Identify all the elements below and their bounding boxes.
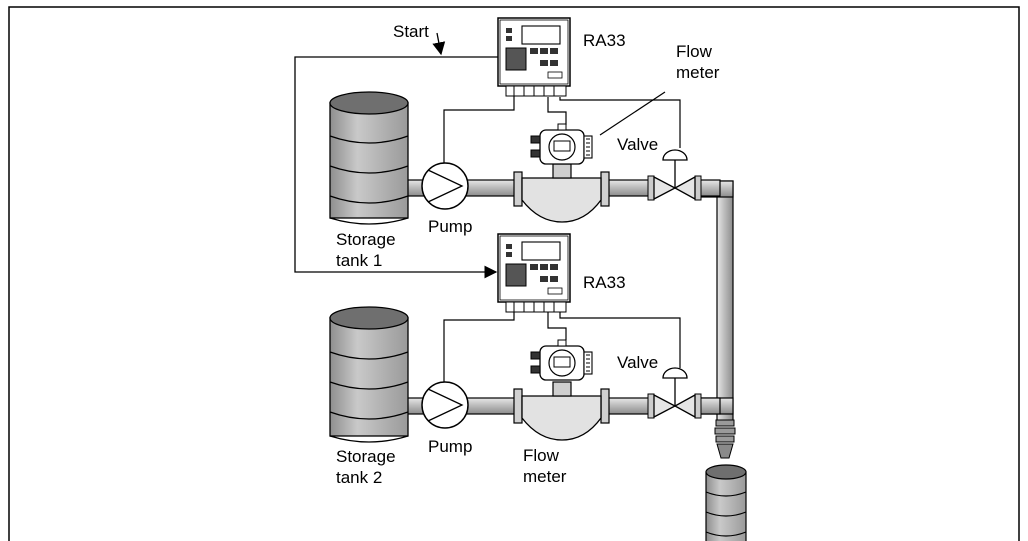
controller-bottom-label: RA33 xyxy=(583,273,626,292)
storage-tank-2 xyxy=(329,306,409,443)
pipe-bottom xyxy=(404,397,721,415)
valve-top-label: Valve xyxy=(617,135,658,154)
valve-top xyxy=(647,149,702,201)
valve-bottom xyxy=(647,367,702,419)
pump-top-label: Pump xyxy=(428,217,472,236)
pump-bottom xyxy=(421,381,469,429)
valve-bottom-label: Valve xyxy=(617,353,658,372)
start-label: Start xyxy=(393,22,429,41)
tank1-label-1: Storage xyxy=(336,230,396,249)
signal-wires-top xyxy=(443,95,681,165)
flow-meter-bottom-label-1: Flow xyxy=(523,446,560,465)
pump-bottom-label: Pump xyxy=(428,437,472,456)
diagram-frame xyxy=(8,6,1020,541)
controller-ra33-top xyxy=(497,17,571,97)
controller-ra33-bottom xyxy=(497,233,571,313)
flow-meter-leader xyxy=(599,91,666,136)
pump-top xyxy=(421,162,469,210)
receiving-drum xyxy=(705,464,747,541)
controller-top-label: RA33 xyxy=(583,31,626,50)
flow-meter-bottom-label-2: meter xyxy=(523,467,567,486)
start-signal: Start xyxy=(294,22,500,279)
flow-meter-top-label-2: meter xyxy=(676,63,720,82)
flow-meter-bottom xyxy=(513,339,610,441)
signal-wires-bottom xyxy=(443,310,681,382)
tank2-label-2: tank 2 xyxy=(336,468,382,487)
flow-meter-top-label-1: Flow xyxy=(676,42,713,61)
storage-tank-1 xyxy=(329,91,409,225)
tank1-label-2: tank 1 xyxy=(336,251,382,270)
flow-meter-top xyxy=(513,123,610,223)
tank2-label-1: Storage xyxy=(336,447,396,466)
return-pipe xyxy=(699,180,736,459)
